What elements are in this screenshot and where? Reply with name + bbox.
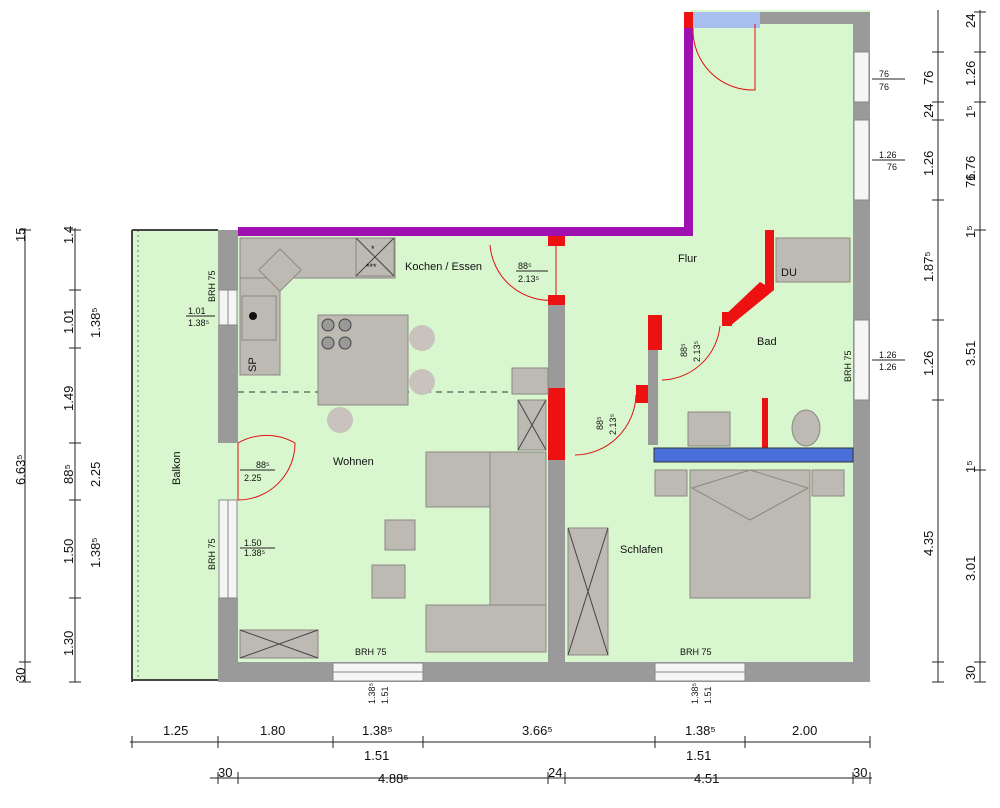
bw1-b: 1.51 xyxy=(380,686,390,704)
b2-2: 24 xyxy=(548,765,562,780)
li-5: 1.30 xyxy=(61,631,76,656)
brh-labels: BRH 75 BRH 75 BRH 75 BRH 75 BRH 75 xyxy=(207,270,853,657)
opening-labels: 1.01 1.38⁵ 1.50 1.38⁵ 88⁵ 2.25 88⁵ 2.13⁵… xyxy=(186,69,905,704)
left-dimensions: 6.63⁵ 30 15 1.4 1.01 1.38⁵ 1.49 2.25 88⁵… xyxy=(13,226,103,683)
r-76b: 76 xyxy=(963,174,978,188)
r-15c: 1⁵ xyxy=(963,460,978,473)
lo-3: 1.38⁵ xyxy=(88,537,103,568)
li-3: 2.25 xyxy=(88,462,103,487)
l-30: 30 xyxy=(13,668,28,682)
bwin-b: 1.26 xyxy=(879,362,897,372)
right-dimensions: 24 76 1.26 24 1⁵ 1.26 1.76 76 1⁵ 1.87⁵ 1… xyxy=(921,10,986,683)
li-1: 1.01 xyxy=(61,309,76,334)
b2-4: 30 xyxy=(853,765,867,780)
r-126c: 1.26 xyxy=(921,351,936,376)
bw2-b: 1.51 xyxy=(703,686,713,704)
sdoor-b: 2.13⁵ xyxy=(608,413,618,435)
kwin-a: 1.01 xyxy=(188,306,206,316)
r-435: 4.35 xyxy=(921,531,936,556)
brh-bottom1: BRH 75 xyxy=(355,647,387,657)
fw1-a: 76 xyxy=(879,69,889,79)
bwin-a: 1.26 xyxy=(879,350,897,360)
r-1875: 1.87⁵ xyxy=(921,251,936,282)
stove-star1: * xyxy=(371,244,375,254)
fw1-b: 76 xyxy=(879,82,889,92)
r-76a: 76 xyxy=(921,71,936,85)
b1-2: 1.38⁵ xyxy=(362,723,393,738)
brh-bottom2: BRH 75 xyxy=(680,647,712,657)
l-total: 6.63⁵ xyxy=(13,454,28,485)
r-24a: 24 xyxy=(963,14,978,28)
baddoor-a: 88⁵ xyxy=(679,343,689,357)
label-wohnen: Wohnen xyxy=(333,456,374,468)
brh-bad: BRH 75 xyxy=(843,350,853,382)
b1-3: 3.66⁵ xyxy=(522,723,553,738)
lwin-a: 1.50 xyxy=(244,538,262,548)
r-301: 3.01 xyxy=(963,556,978,581)
furniture xyxy=(239,237,851,659)
b1s-0: 1.51 xyxy=(364,748,389,763)
r-351: 3.51 xyxy=(963,341,978,366)
bw2-a: 1.38⁵ xyxy=(690,682,700,704)
b1-5: 2.00 xyxy=(792,723,817,738)
lo-1: 1.38⁵ xyxy=(88,307,103,338)
fw2-b: 76 xyxy=(887,162,897,172)
label-schlafen: Schlafen xyxy=(620,544,663,556)
b2-0: 30 xyxy=(218,765,232,780)
bw1-a: 1.38⁵ xyxy=(367,682,377,704)
brh-kitchen: BRH 75 xyxy=(207,270,217,302)
b1-1: 1.80 xyxy=(260,723,285,738)
label-bad: Bad xyxy=(757,336,777,348)
r-126a: 1.26 xyxy=(963,61,978,86)
b1-0: 1.25 xyxy=(163,723,188,738)
windows xyxy=(218,51,870,682)
kwin-b: 1.38⁵ xyxy=(188,318,210,328)
lo-2: 88⁵ xyxy=(61,464,76,484)
b1s-1: 1.51 xyxy=(686,748,711,763)
b2-3: 4.51 xyxy=(694,771,719,786)
r-176: 1.76 xyxy=(963,156,978,181)
bottom-dimensions: 1.25 1.80 1.38⁵ 3.66⁵ 1.38⁵ 2.00 1.51 1.… xyxy=(130,723,872,786)
bdoor-a: 88⁵ xyxy=(256,460,270,470)
bdoor-b: 2.25 xyxy=(244,473,262,483)
r-15b: 1⁵ xyxy=(963,225,978,238)
r-30: 30 xyxy=(963,666,978,680)
l-15: 15 xyxy=(13,228,28,242)
fw2-a: 1.26 xyxy=(879,150,897,160)
b2-1: 4.88⁵ xyxy=(378,771,409,786)
baddoor-b: 2.13⁵ xyxy=(692,340,702,362)
lwin-b: 1.38⁵ xyxy=(244,548,266,558)
label-flur: Flur xyxy=(678,253,697,265)
li-2: 1.49 xyxy=(61,386,76,411)
brh-living: BRH 75 xyxy=(207,538,217,570)
interior-walls xyxy=(548,230,854,662)
balcony xyxy=(131,229,218,682)
stove-star3: *** xyxy=(366,262,377,272)
label-kochen: Kochen / Essen xyxy=(405,261,482,273)
b1-4: 1.38⁵ xyxy=(685,723,716,738)
sdoor-a: 88⁵ xyxy=(595,416,605,430)
r-24b: 24 xyxy=(921,104,936,118)
r-15a: 1⁵ xyxy=(963,105,978,118)
label-sp: SP xyxy=(247,357,259,372)
kdoor-a: 88⁵ xyxy=(518,261,532,271)
room-labels: Kochen / Essen Wohnen Flur Bad Schlafen … xyxy=(171,244,797,556)
label-balkon: Balkon xyxy=(171,451,183,485)
r-126b: 1.26 xyxy=(921,151,936,176)
li-0: 1.4 xyxy=(61,226,76,244)
label-du: DU xyxy=(781,267,797,279)
kdoor-b: 2.13⁵ xyxy=(518,274,540,284)
li-4: 1.50 xyxy=(61,539,76,564)
